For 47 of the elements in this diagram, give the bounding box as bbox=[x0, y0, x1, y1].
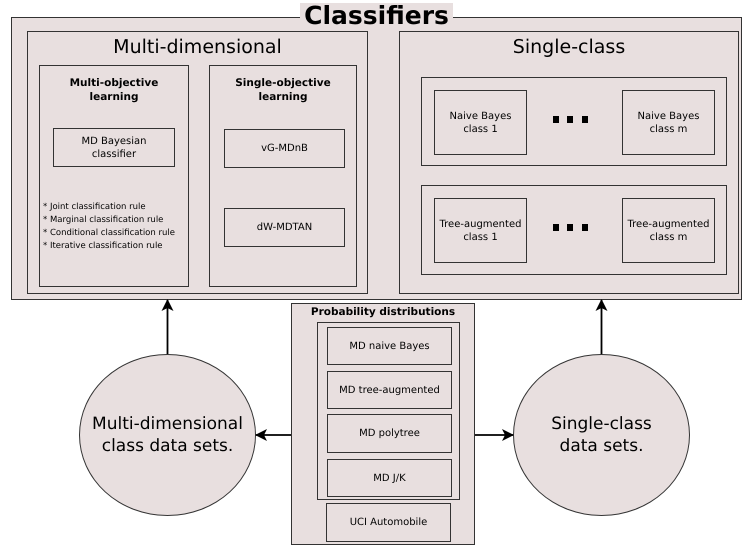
node-label: MD Bayesian classifier bbox=[80, 134, 148, 160]
node-label: UCI Automobile bbox=[350, 516, 428, 529]
process-box bbox=[53, 128, 175, 167]
group-heading: Multi-objective learning bbox=[68, 76, 160, 104]
rule-list-item: * Conditional classification rule bbox=[43, 227, 175, 240]
group-heading: Single-objective learning bbox=[234, 76, 332, 104]
process-box bbox=[327, 327, 452, 365]
rule-list-item: * Joint classification rule bbox=[43, 201, 147, 214]
process-box bbox=[327, 371, 452, 409]
rule-list-item: * Marginal classification rule bbox=[43, 214, 164, 227]
node-label: Naive Bayes class 1 bbox=[448, 110, 512, 136]
node-label: MD naive Bayes bbox=[349, 340, 430, 352]
node-label: Single-class data sets. bbox=[550, 413, 653, 457]
node-label: Tree-augmented class 1 bbox=[438, 218, 522, 244]
node-label: MD J/K bbox=[373, 472, 406, 484]
process-box bbox=[327, 414, 452, 453]
arrow bbox=[162, 299, 174, 354]
rule-list-item: * Iterative classification rule bbox=[43, 240, 164, 253]
process-box bbox=[421, 77, 727, 166]
process-box bbox=[421, 185, 727, 275]
arrow bbox=[475, 429, 514, 441]
arrow bbox=[596, 299, 608, 354]
process-box bbox=[326, 503, 451, 542]
node-label: Tree-augmented class m bbox=[626, 218, 710, 244]
process-box bbox=[622, 198, 715, 263]
process-box bbox=[224, 129, 345, 168]
process-box bbox=[434, 198, 527, 263]
group-box bbox=[399, 31, 739, 294]
node-label: Naive Bayes class m bbox=[636, 110, 700, 136]
group-heading: Probability distributions bbox=[310, 305, 456, 319]
group-box bbox=[291, 303, 475, 545]
process-box bbox=[224, 208, 345, 247]
group-heading: Single-class bbox=[512, 35, 626, 60]
group-box bbox=[39, 65, 189, 287]
process-box bbox=[622, 90, 715, 155]
process-box bbox=[434, 90, 527, 155]
node-label: vG-MDnB bbox=[261, 142, 308, 155]
node-label: MD polytree bbox=[359, 427, 420, 440]
process-box bbox=[327, 459, 452, 497]
process-box bbox=[317, 322, 460, 500]
node-label: dW-MDTAN bbox=[256, 221, 312, 234]
group-heading: Multi-dimensional bbox=[113, 35, 282, 60]
group-box bbox=[27, 31, 368, 294]
node-label: Multi-dimensional class data sets. bbox=[91, 413, 244, 457]
node-label: MD tree-augmented bbox=[339, 384, 440, 396]
group-box bbox=[209, 65, 357, 287]
arrow bbox=[255, 429, 291, 441]
